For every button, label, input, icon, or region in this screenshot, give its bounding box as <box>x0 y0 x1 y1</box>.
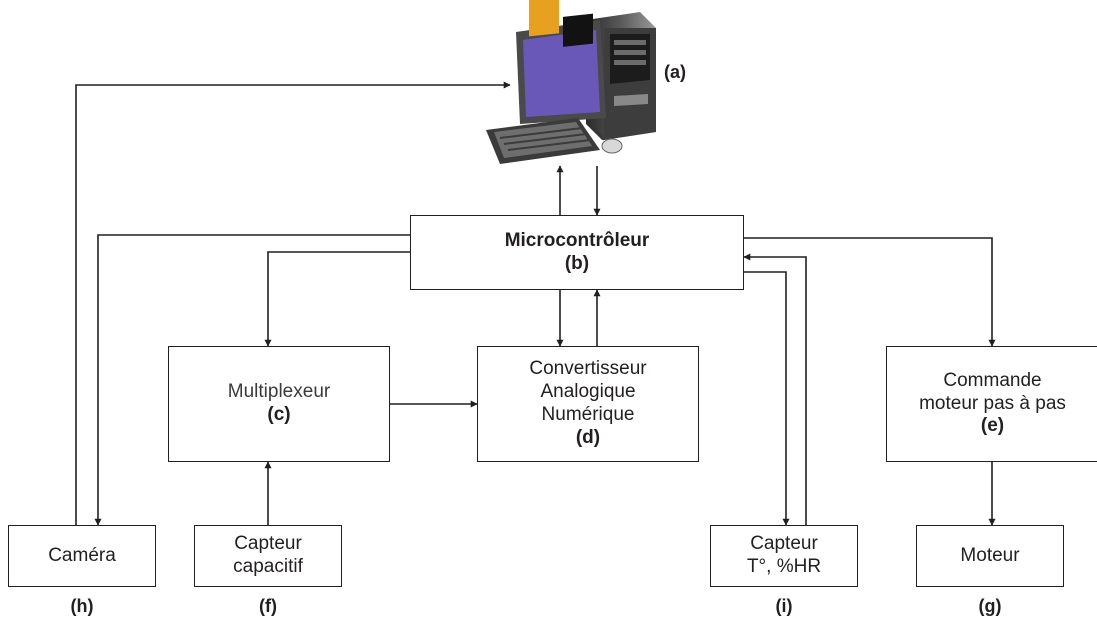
monitor-screen <box>523 30 600 117</box>
camera-title: Caméra <box>48 544 116 566</box>
motor-box: Moteur <box>916 525 1064 587</box>
adc-line1: Convertisseur <box>529 358 647 380</box>
computer-icon <box>486 0 656 164</box>
motor-label: (g) <box>978 596 1002 616</box>
arrow-micro-to-thsensor <box>744 271 790 526</box>
arrow-camera-to-computer <box>75 81 511 525</box>
arrow-thsensor-to-micro <box>743 253 807 525</box>
capsensor-line2: capacitif <box>233 556 303 577</box>
camera-label: (h) <box>70 596 94 616</box>
microcontroller-box: Microcontrôleur (b) <box>410 215 744 290</box>
multiplexer-title: Multiplexeur <box>227 381 331 403</box>
drive-bay <box>610 34 650 84</box>
motor-title: Moteur <box>960 544 1020 566</box>
mouse-icon <box>601 138 623 154</box>
multiplexer-box: Multiplexeur (c) <box>168 346 390 462</box>
multiplexer-label: (c) <box>267 404 291 425</box>
arrow-micro-to-stepper <box>744 237 996 347</box>
screen-panel <box>563 13 593 47</box>
computer-label: (a) <box>664 62 686 82</box>
adc-line2: Analogique <box>540 381 636 403</box>
capacitive-sensor-box: Capteur capacitif <box>194 525 342 587</box>
temp-humidity-sensor-box: Capteur T°, %HR <box>710 525 858 587</box>
capsensor-label: (f) <box>259 596 277 616</box>
stepper-label: (e) <box>980 415 1005 437</box>
microcontroller-title: Microcontrôleur <box>504 229 650 251</box>
camera-box: Caméra <box>8 525 156 587</box>
stepper-line2: moteur pas à pas <box>919 392 1066 414</box>
screen-window <box>529 0 559 37</box>
thsensor-line1: Capteur <box>750 533 818 555</box>
capsensor-line1: Capteur <box>234 533 302 555</box>
stepper-control-box: Commande moteur pas à pas (e) <box>886 346 1097 462</box>
thsensor-label: (i) <box>775 596 793 616</box>
adc-box: Convertisseur Analogique Numérique (d) <box>477 346 699 462</box>
thsensor-line2: T°, %HR <box>746 556 822 577</box>
arrow-micro-to-mux <box>264 251 410 347</box>
stepper-line1: Commande <box>943 369 1042 391</box>
microcontroller-label: (b) <box>564 252 590 274</box>
adc-line3: Numérique <box>541 404 635 425</box>
adc-label: (d) <box>575 426 601 448</box>
arrow-micro-to-camera <box>94 234 410 526</box>
